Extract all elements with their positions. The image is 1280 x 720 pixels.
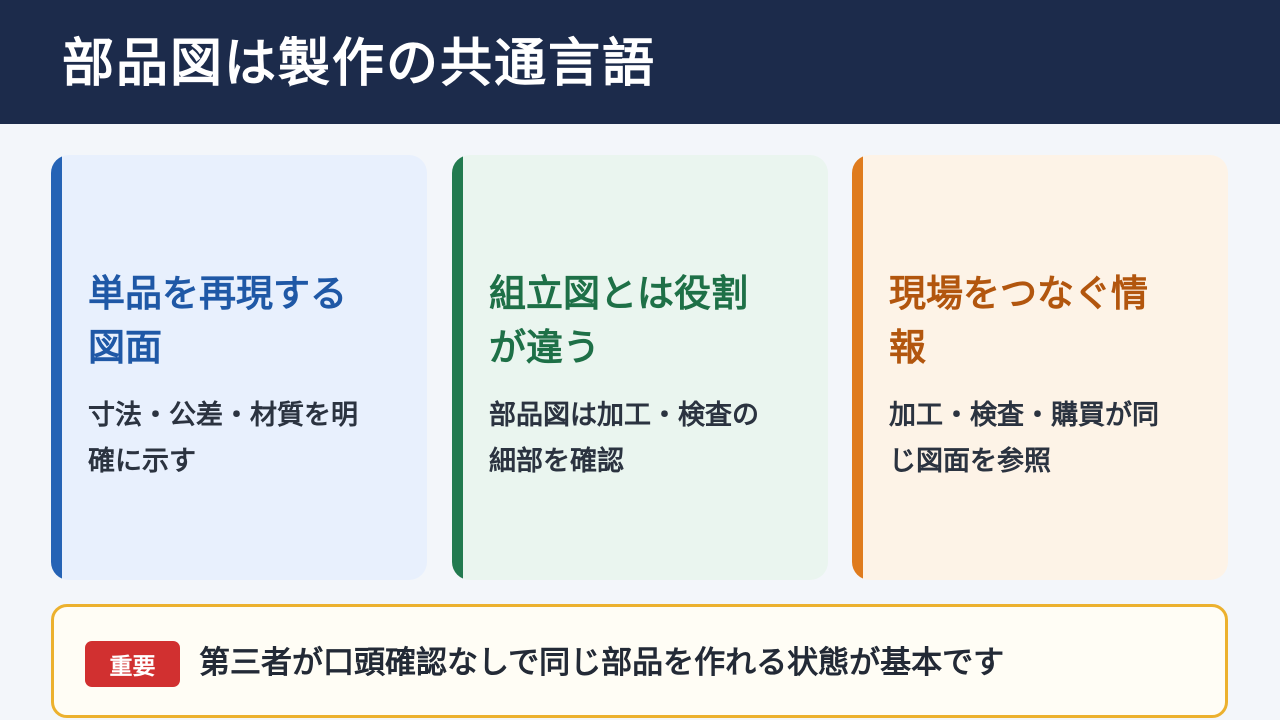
card-heading-line: 図面 (88, 326, 162, 369)
card-heading: 単品を再現する 図面 (88, 267, 407, 375)
card-single-part-drawing: 単品を再現する 図面 寸法・公差・材質を明 確に示す (51, 155, 427, 580)
card-description-line: じ図面を参照 (889, 446, 1051, 477)
important-note-text: 第三者が口頭確認なしで同じ部品を作れる状態が基本です (199, 645, 1005, 681)
important-badge: 重要 (85, 641, 180, 687)
card-heading: 現場をつなぐ情 報 (889, 267, 1208, 375)
card-description-line: 寸法・公差・材質を明 (88, 400, 358, 431)
card-accent-bar (51, 155, 62, 580)
card-description-line: 確に示す (88, 446, 196, 477)
card-description-line: 部品図は加工・検査の (489, 400, 759, 431)
card-content: 組立図とは役割 が違う 部品図は加工・検査の 細部を確認 (489, 267, 808, 485)
page-title: 部品図は製作の共通言語 (62, 34, 657, 94)
card-shared-information: 現場をつなぐ情 報 加工・検査・購買が同 じ図面を参照 (852, 155, 1228, 580)
card-heading-line: 現場をつなぐ情 (889, 272, 1148, 315)
card-heading-line: 組立図とは役割 (489, 272, 748, 315)
card-description: 寸法・公差・材質を明 確に示す (88, 393, 407, 485)
card-accent-bar (852, 155, 863, 580)
card-content: 現場をつなぐ情 報 加工・検査・購買が同 じ図面を参照 (889, 267, 1208, 485)
card-content: 単品を再現する 図面 寸法・公差・材質を明 確に示す (88, 267, 407, 485)
important-note-box: 重要 第三者が口頭確認なしで同じ部品を作れる状態が基本です (51, 604, 1228, 718)
card-role-vs-assembly: 組立図とは役割 が違う 部品図は加工・検査の 細部を確認 (452, 155, 828, 580)
header-banner: 部品図は製作の共通言語 (0, 0, 1280, 124)
card-heading-line: 報 (889, 326, 926, 369)
card-description-line: 細部を確認 (489, 446, 624, 477)
card-heading: 組立図とは役割 が違う (489, 267, 808, 375)
card-accent-bar (452, 155, 463, 580)
card-description-line: 加工・検査・購買が同 (889, 400, 1159, 431)
card-heading-line: が違う (489, 326, 600, 369)
card-description: 加工・検査・購買が同 じ図面を参照 (889, 393, 1208, 485)
card-heading-line: 単品を再現する (88, 272, 347, 315)
card-description: 部品図は加工・検査の 細部を確認 (489, 393, 808, 485)
